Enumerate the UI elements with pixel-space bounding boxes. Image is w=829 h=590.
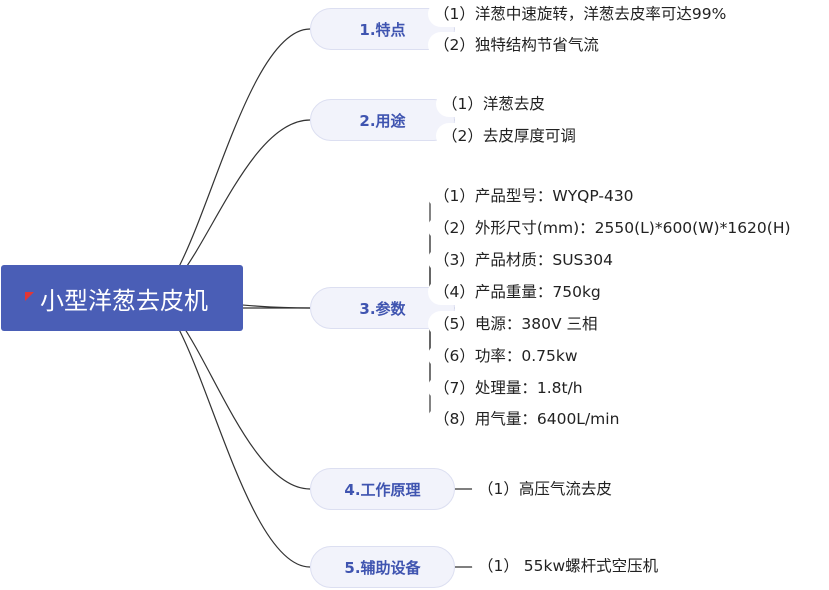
root-branch-link: [149, 297, 311, 568]
root-topic[interactable]: 小型洋葱去皮机: [1, 265, 243, 331]
leaf-param-8[interactable]: （8）用气量：6400L/min: [428, 406, 626, 432]
leaf-param-7[interactable]: （7）处理量：1.8t/h: [428, 375, 589, 401]
leaf-param-2[interactable]: （2）外形尺寸(mm)：2550(L)*600(W)*1620(H): [428, 215, 797, 241]
branch-label: 4.工作原理: [344, 480, 421, 499]
leaf-param-6[interactable]: （6）功率：0.75kw: [428, 343, 584, 369]
leaf-param-5[interactable]: （5）电源：380V 三相: [428, 311, 604, 337]
branch-label: 2.用途: [359, 111, 406, 130]
branch-auxiliary-equipment[interactable]: 5.辅助设备: [310, 546, 455, 588]
root-branch-link: [149, 28, 311, 299]
branch-label: 3.参数: [359, 299, 406, 318]
branch-label: 1.特点: [359, 20, 406, 39]
branch-usage[interactable]: 2.用途: [310, 99, 455, 141]
leaf-auxiliary-1[interactable]: （1） 55kw螺杆式空压机: [472, 553, 665, 579]
branch-working-principle[interactable]: 4.工作原理: [310, 468, 455, 510]
leaf-features-2[interactable]: （2）独特结构节省气流: [428, 32, 605, 58]
leaf-features-1[interactable]: （1）洋葱中速旋转，洋葱去皮率可达99%: [428, 1, 733, 27]
leaf-usage-2[interactable]: （2）去皮厚度可调: [436, 123, 582, 149]
root-topic-label: 小型洋葱去皮机: [40, 286, 208, 315]
leaf-param-1[interactable]: （1）产品型号：WYQP-430: [428, 183, 640, 209]
leaf-param-3[interactable]: （3）产品材质：SUS304: [428, 247, 619, 273]
flag-icon: [25, 291, 34, 301]
leaf-principle-1[interactable]: （1）高压气流去皮: [472, 476, 618, 502]
leaf-usage-1[interactable]: （1）洋葱去皮: [436, 91, 551, 117]
branch-label: 5.辅助设备: [344, 558, 421, 577]
leaf-param-4[interactable]: （4）产品重量：750kg: [428, 279, 607, 305]
